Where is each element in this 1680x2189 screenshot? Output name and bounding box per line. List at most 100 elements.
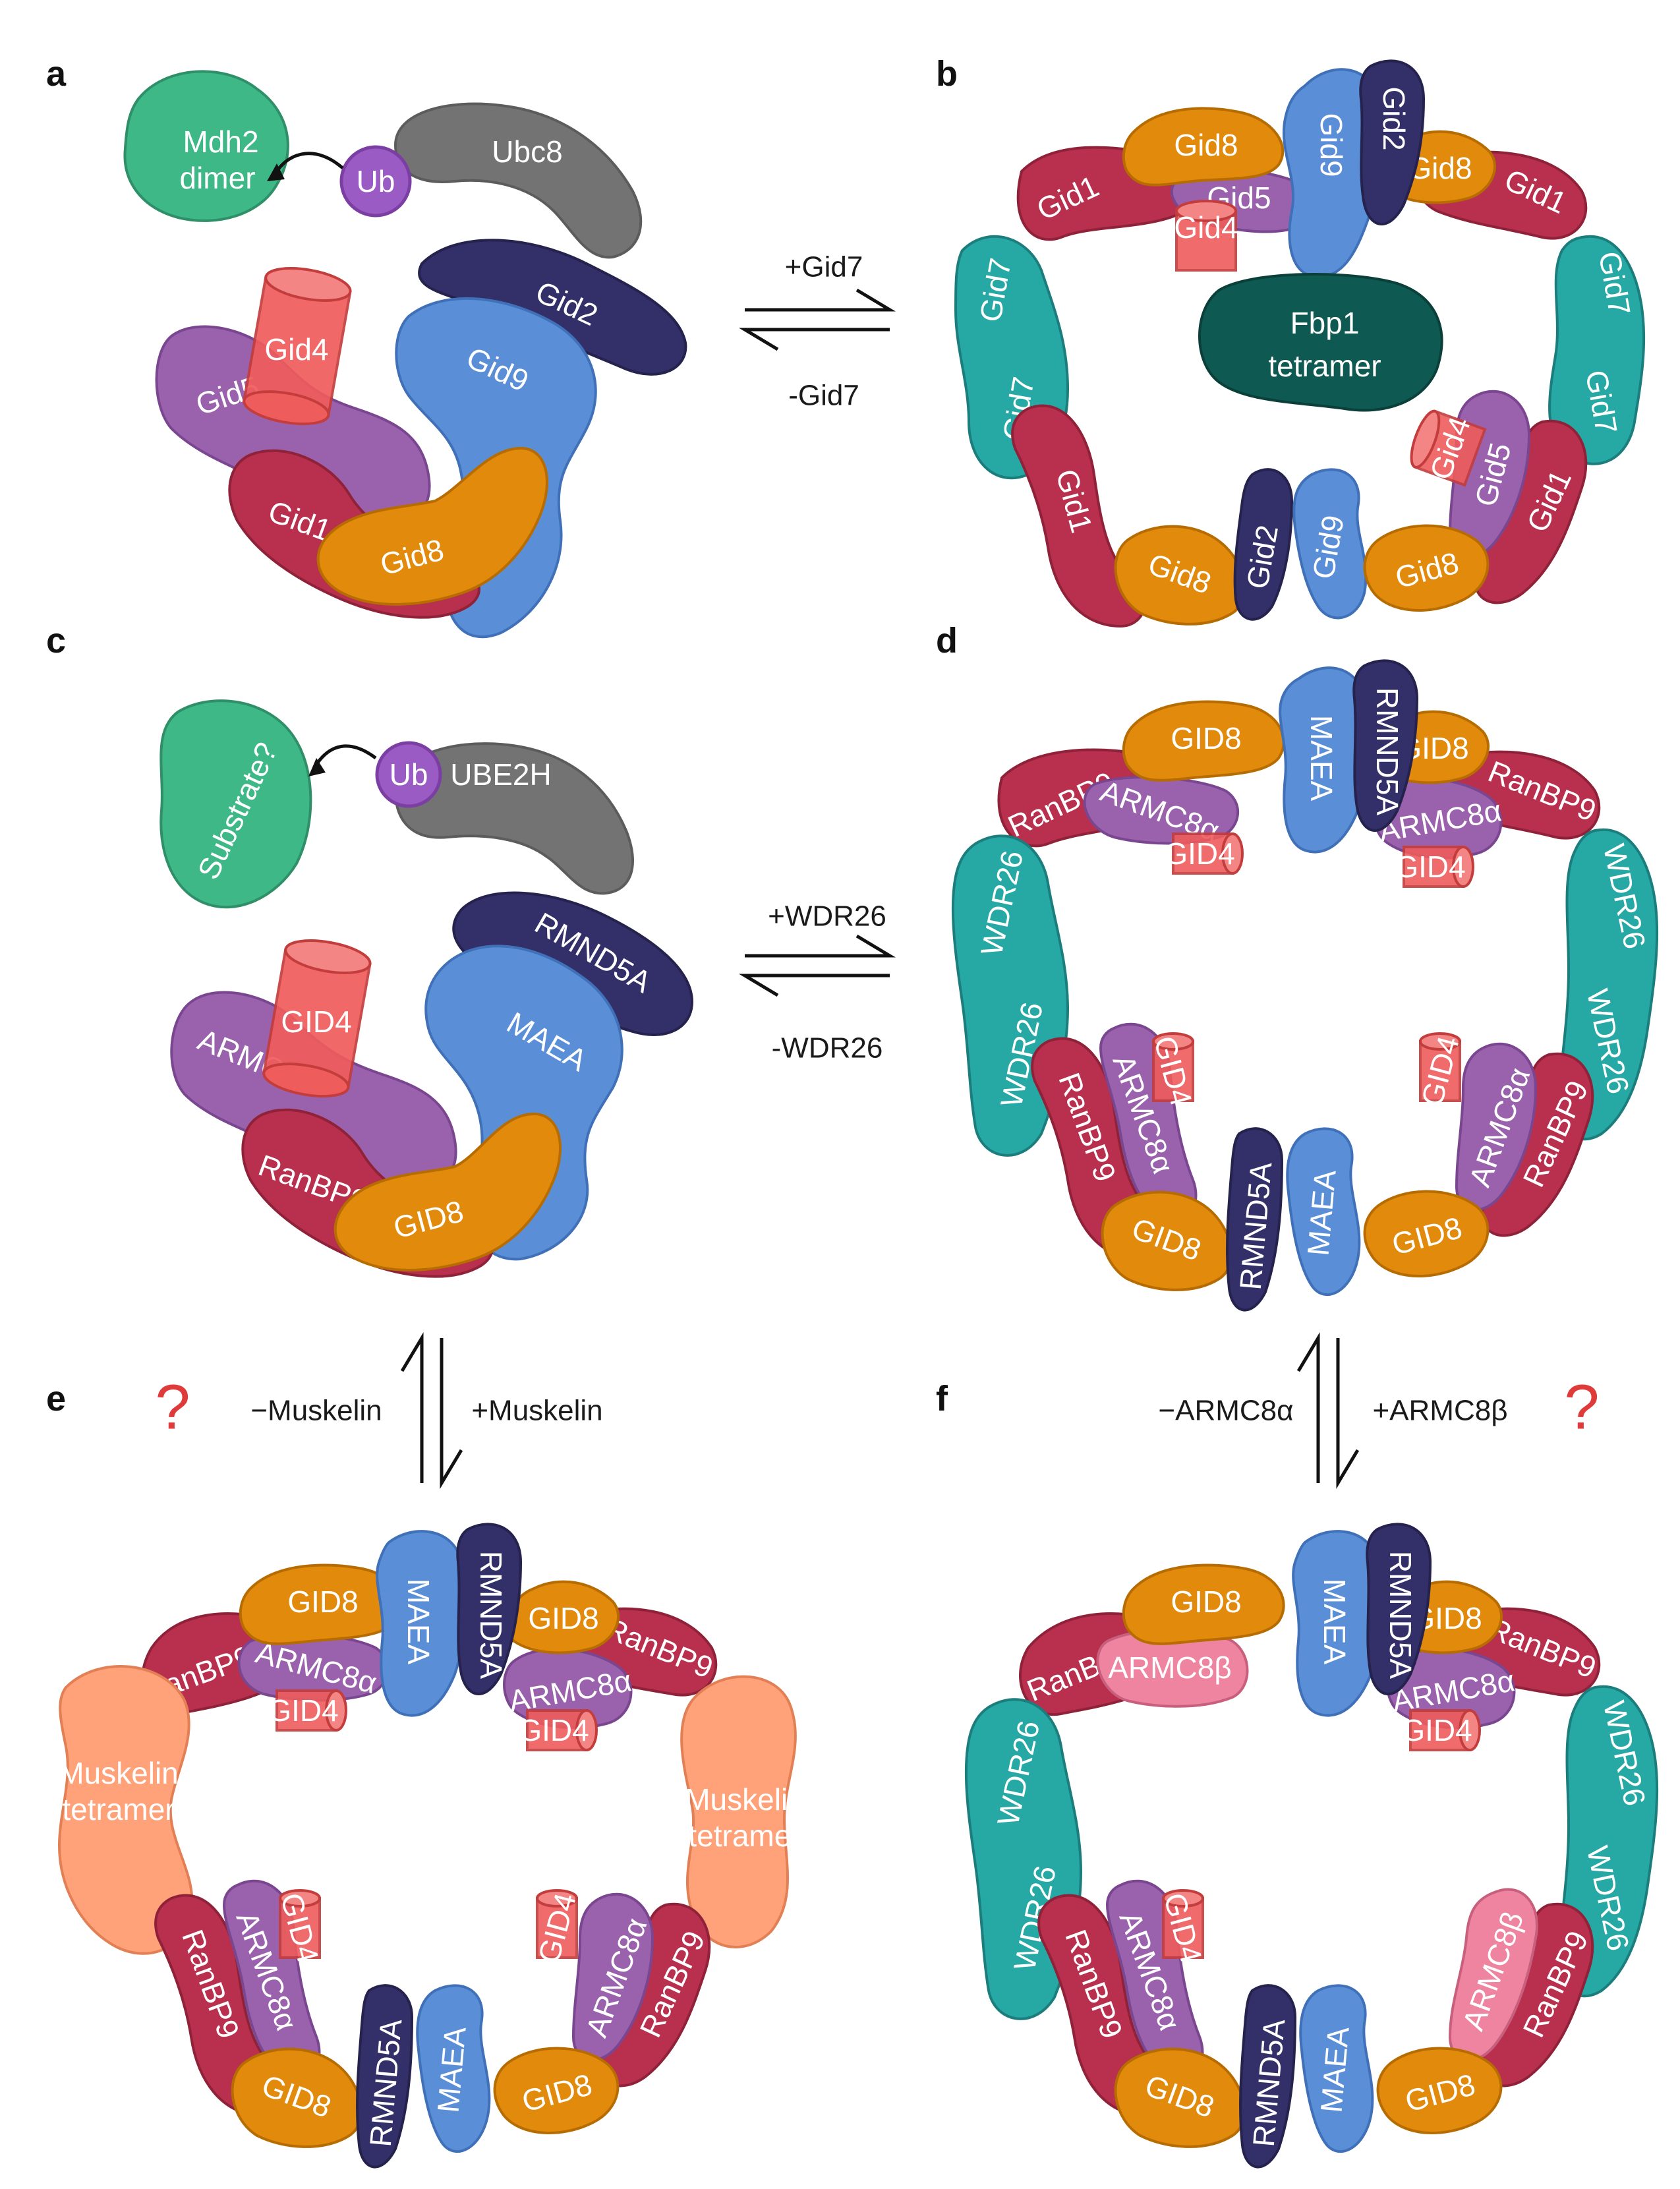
gid8-e-bottom-right <box>493 2047 620 2134</box>
plus-armc8b-label: +ARMC8β <box>1372 1395 1507 1427</box>
panel-f: f ? RanBP9 RanBP9 ARMC8β ARMC8α GID8 GID… <box>936 1372 1659 2169</box>
plus-muskelin-label: +Muskelin <box>471 1395 602 1427</box>
ube2h-label: UBE2H <box>450 757 551 792</box>
gid4-d-top-right <box>1403 846 1474 888</box>
gid4-d-bottom-right <box>1419 1032 1461 1102</box>
equilibrium-df: −ARMC8α +ARMC8β <box>1158 1331 1508 1490</box>
gid4-e-top-left <box>275 1689 347 1732</box>
reverse-arrow-cd <box>738 974 890 997</box>
forward-arrow-ab <box>745 288 896 312</box>
down-arrow-df <box>1336 1338 1360 1490</box>
up-arrow-ce <box>400 1331 424 1483</box>
gid8-a-blob <box>316 446 548 606</box>
gid8-e-label-1: GID8 <box>287 1585 358 1619</box>
maea-e-label-1: MAEA <box>401 1579 436 1665</box>
ub-c-circle <box>375 741 442 808</box>
panel-letter-c: c <box>46 621 66 660</box>
panel-letter-d: d <box>936 621 958 660</box>
mdh2-label: Mdh2 <box>183 125 258 159</box>
gid4-b-top <box>1175 200 1237 272</box>
ub-transfer-arrow-a <box>275 152 344 173</box>
down-arrow-ce <box>440 1338 463 1490</box>
muskelin-e-label-1: Muskelin <box>59 1756 179 1790</box>
armc8b-f-label-1: ARMC8β <box>1108 1650 1231 1685</box>
rmnd5a-e-bottom <box>356 1984 414 2169</box>
muskelin-e-label-2: Muskelin <box>685 1782 805 1817</box>
gid8-b-label-1: Gid8 <box>1174 128 1238 162</box>
gid9-b-label-1: Gid9 <box>1314 113 1348 177</box>
wdr26-d-right <box>1557 828 1659 1141</box>
rmnd5a-d-label-1: RMND5A <box>1370 687 1405 816</box>
gid2-b-top <box>1359 59 1426 225</box>
gid4-a-label: Gid4 <box>264 332 328 366</box>
fbp1-label: Fbp1 <box>1290 306 1360 340</box>
gid4-b-bottom <box>1410 409 1487 487</box>
gid4-c-cylinder <box>262 939 372 1098</box>
gid8-f-top-left <box>1122 1563 1285 1645</box>
plus-wdr26-label: +WDR26 <box>768 900 886 933</box>
gid8-e-top-left <box>239 1563 402 1645</box>
fbp1-tetramer-blob <box>1198 273 1443 412</box>
gid8-e-label-2: GID8 <box>528 1601 598 1635</box>
gid8-f-bottom-right <box>1376 2047 1503 2134</box>
gid8-e-bottom-left <box>231 2047 363 2148</box>
panel-letter-e: e <box>46 1379 66 1418</box>
panel-letter-a: a <box>46 54 67 94</box>
gid4-e-label-1: GID4 <box>268 1693 338 1728</box>
gid8-d-top-left <box>1122 700 1285 782</box>
plus-gid7-label: +Gid7 <box>785 251 863 283</box>
armc8a-d-bottom-right <box>1455 1042 1538 1211</box>
equilibrium-cd: +WDR26 -WDR26 <box>738 900 896 1065</box>
panel-d: d RanBP9 RanBP9 ARMC8α ARMC8α GID8 GID8 … <box>936 621 1659 1312</box>
rmnd5a-e-top <box>456 1523 523 1695</box>
panel-letter-b: b <box>936 54 958 94</box>
ubc8-label: Ubc8 <box>492 134 562 169</box>
gid8-d-bottom-right <box>1363 1190 1490 1277</box>
up-arrow-df <box>1296 1331 1320 1483</box>
equilibrium-ab: +Gid7 -Gid7 <box>738 251 896 412</box>
muskelin-e-right <box>680 1675 797 1948</box>
equilibrium-ce: −Muskelin +Muskelin <box>250 1331 603 1490</box>
panel-a: a Mdh2 dimer Ubc8 Ub Gid2 Gid9 Gid5 Gid4… <box>46 54 687 639</box>
rmnd5a-f-top <box>1366 1523 1432 1695</box>
mdh2-dimer-label: dimer <box>179 161 255 195</box>
gid4-d-top-left <box>1172 832 1244 875</box>
maea-f-label-2: MAEA <box>1314 2025 1355 2114</box>
ub-transfer-arrowhead-c <box>308 758 326 776</box>
gid4-c-label: GID4 <box>281 1005 351 1039</box>
ub-c-label: Ub <box>390 757 428 792</box>
rmnd5a-d-top <box>1352 659 1419 832</box>
maea-f-label-1: MAEA <box>1318 1579 1352 1665</box>
maea-f-bottom <box>1299 1984 1374 2153</box>
gid1-b-bottom-left <box>1011 404 1147 628</box>
gid8-c-blob <box>333 1112 562 1271</box>
gid4-f-top-right <box>1409 1709 1481 1751</box>
muskelin-tetramer-e-label-1: tetramer <box>62 1792 175 1826</box>
ubc8-blob <box>393 102 643 259</box>
gid4-e-bottom-left <box>279 1889 321 1959</box>
armc8a-e-bottom-right <box>571 1892 654 2062</box>
minus-muskelin-label: −Muskelin <box>250 1395 382 1427</box>
maea-c-blob <box>424 945 623 1261</box>
mdh2-dimer-blob <box>123 70 289 222</box>
minus-gid7-label: -Gid7 <box>788 380 859 412</box>
minus-armc8a-label: −ARMC8α <box>1158 1395 1293 1427</box>
gid9-b-bottom <box>1292 468 1368 620</box>
rmnd5a-e-label-1: RMND5A <box>474 1551 508 1679</box>
muskelin-tetramer-e-label-2: tetramer <box>688 1819 801 1853</box>
gid4-a-cylinder <box>243 267 352 426</box>
ube2h-blob <box>393 742 634 895</box>
maea-d-label-1: MAEA <box>1304 715 1339 802</box>
rmnd5a-d-bottom <box>1226 1127 1284 1312</box>
panel-b: b Gid1 Gid1 Gid7 Gid7 Gid7 Gid7 Gid1 Gid… <box>936 54 1646 628</box>
rmnd5a-f-label-1: RMND5A <box>1383 1551 1418 1679</box>
minus-wdr26-label: -WDR26 <box>772 1032 883 1065</box>
gid4-f-label-1: GID4 <box>1401 1713 1472 1747</box>
reverse-arrow-ab <box>738 328 890 351</box>
maea-e-label-2: MAEA <box>430 2025 472 2114</box>
gid2-b-bottom <box>1233 468 1294 621</box>
ub-a-circle <box>339 145 412 218</box>
gid4-e-label-2: GID4 <box>518 1713 589 1747</box>
ub-transfer-arrow-c <box>314 744 377 766</box>
